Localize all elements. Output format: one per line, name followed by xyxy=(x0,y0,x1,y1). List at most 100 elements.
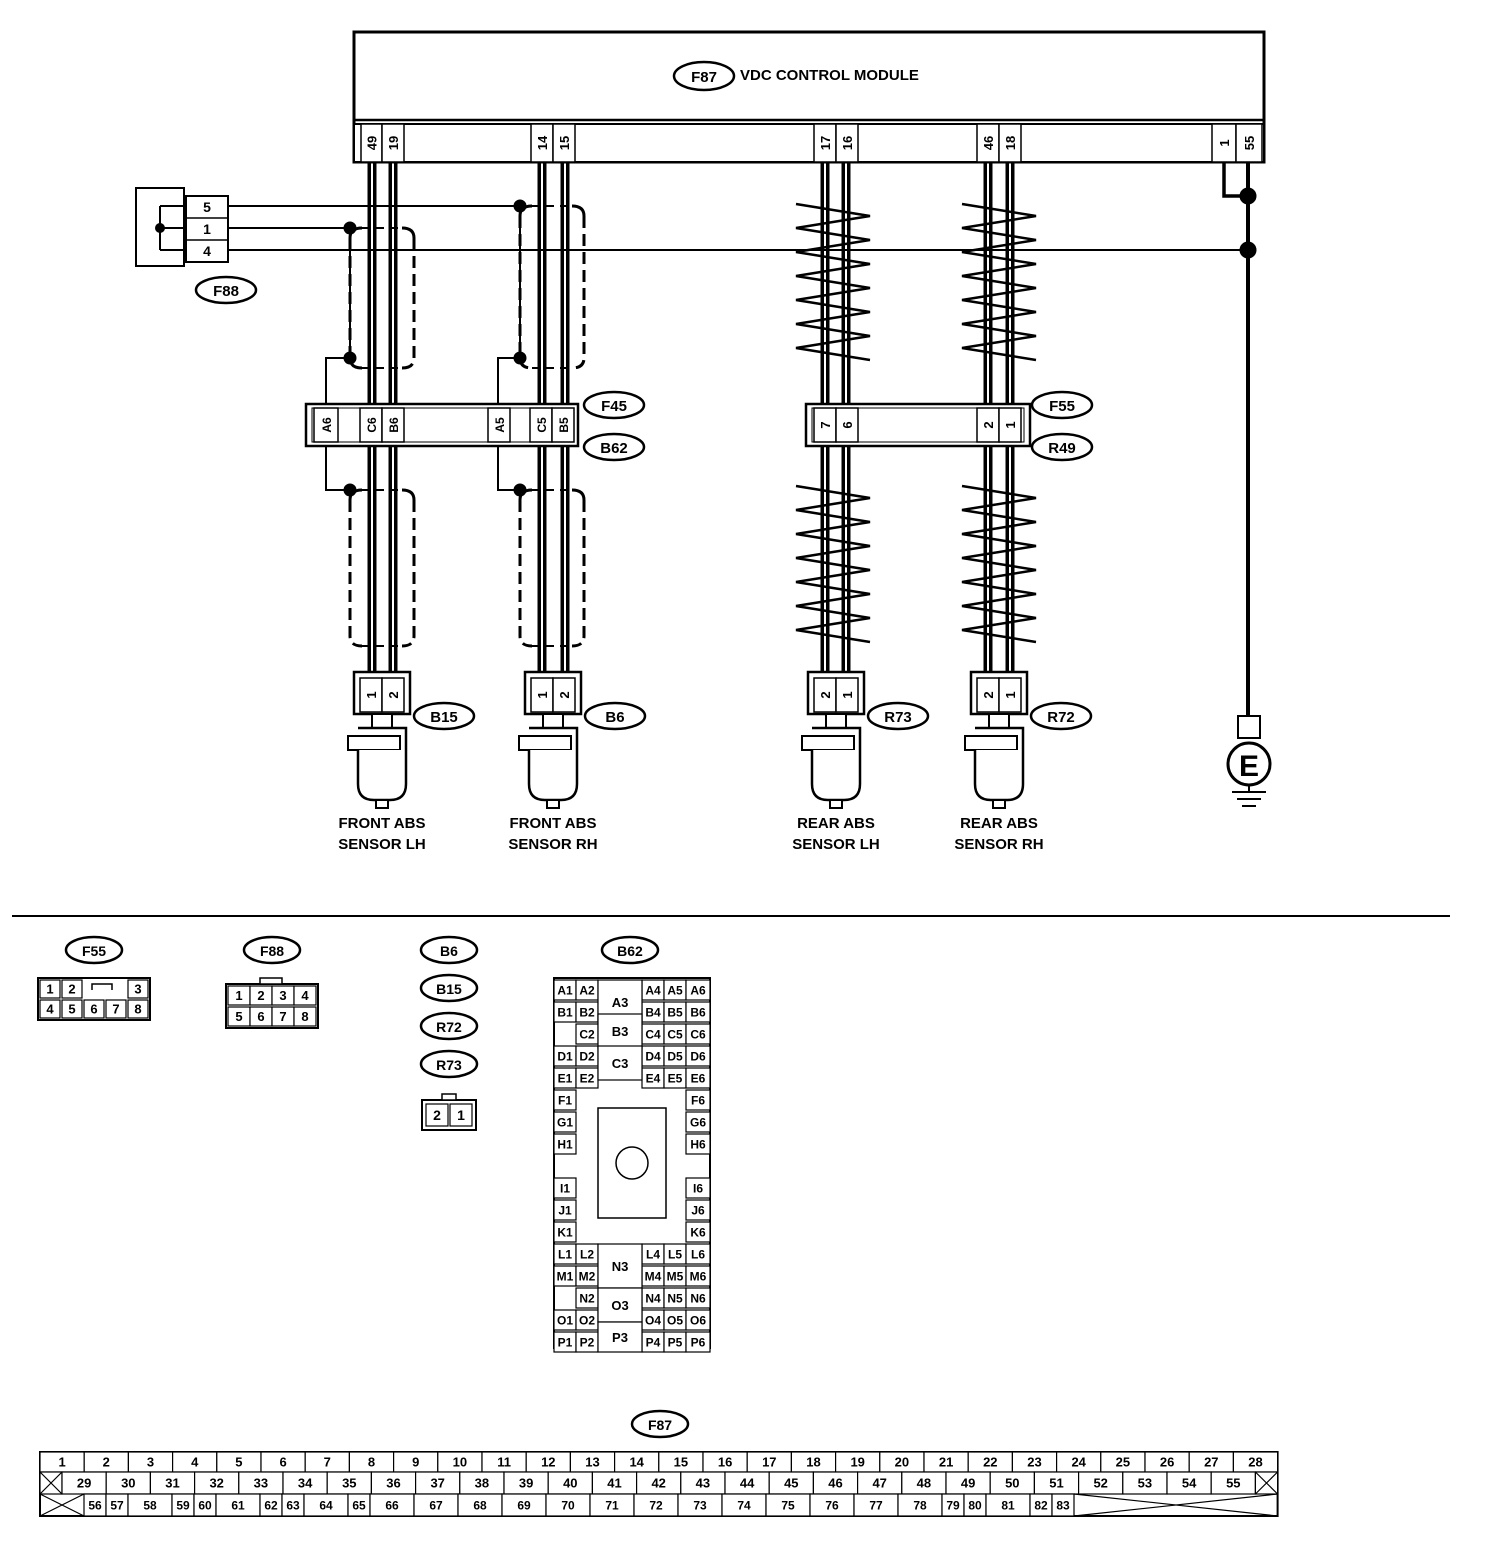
sensor-flange xyxy=(964,735,1018,751)
module-pin: 16 xyxy=(840,136,855,150)
f55-pin: 6 xyxy=(90,1002,97,1017)
sensor-label: REAR ABS xyxy=(797,815,875,832)
sensor-pin: 2 xyxy=(557,691,572,698)
pin-cell xyxy=(685,1199,711,1221)
b62-pin: A4 xyxy=(645,983,661,997)
pin-cell xyxy=(685,1133,711,1155)
b62-pin: M6 xyxy=(690,1269,707,1283)
f87-pin: 34 xyxy=(298,1476,313,1491)
module-pin: 17 xyxy=(818,136,833,150)
junction-connectors xyxy=(304,402,1032,448)
f55-face-tag-oval xyxy=(64,935,124,965)
sensor-tag: B15 xyxy=(430,709,458,726)
module-pin: 46 xyxy=(981,136,996,150)
b62-pin: G1 xyxy=(557,1115,573,1129)
f88-pin: 8 xyxy=(301,1009,308,1024)
f88-pin: 1 xyxy=(203,221,211,237)
sensor-body xyxy=(358,726,408,750)
pin-cell xyxy=(835,123,859,163)
f87-face-tag: F87 xyxy=(648,1417,672,1433)
b62-pin: D1 xyxy=(557,1049,573,1063)
b62-pin: P2 xyxy=(580,1335,595,1349)
sensor-face-tag-oval xyxy=(419,1011,479,1041)
f55-pin: 5 xyxy=(68,1002,75,1017)
b62-pin: I6 xyxy=(693,1181,703,1195)
f87-pin: 51 xyxy=(1049,1476,1063,1491)
shield xyxy=(518,216,533,370)
sensor-tag: B6 xyxy=(605,709,624,726)
b62-pin: A2 xyxy=(579,983,595,997)
f88-tag: F88 xyxy=(213,283,239,300)
twisted-pair xyxy=(795,484,871,644)
tag-f45: F45 xyxy=(601,398,627,415)
module-pin: 55 xyxy=(1242,136,1257,150)
wire-junction xyxy=(1239,187,1257,205)
f87-pin: 82 xyxy=(1034,1498,1048,1512)
module-pin: 18 xyxy=(1003,136,1018,150)
b62-pin: E2 xyxy=(580,1071,595,1085)
pin-cell xyxy=(552,677,576,713)
f87-pin: 68 xyxy=(473,1498,487,1512)
b62-pin: A6 xyxy=(690,983,706,997)
shield xyxy=(401,500,416,648)
b62-pin: H6 xyxy=(690,1137,706,1151)
f87-pin: 57 xyxy=(110,1498,124,1512)
b62-pin: J1 xyxy=(558,1203,572,1217)
f87-pin: 47 xyxy=(872,1476,886,1491)
junction-pin: 2 xyxy=(981,421,996,428)
pin-cell xyxy=(61,979,83,999)
f88-pin: 2 xyxy=(257,988,264,1003)
f87-pin: 3 xyxy=(147,1455,154,1470)
pin-cell xyxy=(381,407,405,443)
b62-face-tag-oval xyxy=(600,935,660,965)
sensor-pin: 1 xyxy=(535,691,550,698)
pin-cell xyxy=(597,1013,643,1049)
sensor-flange xyxy=(801,735,855,751)
sensor-tip xyxy=(375,799,389,809)
junction-pin: 6 xyxy=(840,421,855,428)
junction-pin: C5 xyxy=(535,417,549,433)
b62-pin: D2 xyxy=(579,1049,595,1063)
b62-pin: M1 xyxy=(557,1269,574,1283)
b62-pin: E6 xyxy=(691,1071,706,1085)
junction-pin: A5 xyxy=(493,417,507,433)
sensor-label: FRONT ABS xyxy=(339,815,426,832)
f87-pin: 52 xyxy=(1093,1476,1107,1491)
module-pin: 1 xyxy=(1217,139,1232,146)
f87-pin: 13 xyxy=(585,1455,599,1470)
sensor-body xyxy=(527,750,579,802)
b62-pin: F1 xyxy=(558,1093,572,1107)
f87-pin: 58 xyxy=(143,1498,157,1512)
f87-pin: 62 xyxy=(264,1498,278,1512)
f87-pin: 70 xyxy=(561,1498,575,1512)
shield xyxy=(571,216,586,370)
f55-pin: 2 xyxy=(68,982,75,997)
f87-pin: 43 xyxy=(696,1476,710,1491)
junction-pin: B5 xyxy=(557,417,571,433)
b62-pin: C4 xyxy=(645,1027,661,1041)
f55-pin: 7 xyxy=(112,1002,119,1017)
f87-pin: 54 xyxy=(1182,1476,1197,1491)
f87-pin: 36 xyxy=(386,1476,400,1491)
blank-pin xyxy=(1073,1493,1278,1517)
drain-wire xyxy=(325,357,350,404)
blank-pin xyxy=(39,1471,63,1495)
f87-pin: 59 xyxy=(176,1498,190,1512)
b62-pin: L2 xyxy=(580,1247,594,1261)
pin-cell xyxy=(553,1133,577,1155)
f87-pin: 18 xyxy=(806,1455,820,1470)
b62-pin: B6 xyxy=(690,1005,706,1019)
b62-pin: O5 xyxy=(667,1313,683,1327)
sensor-body xyxy=(973,750,1025,802)
b62-pin: D4 xyxy=(645,1049,661,1063)
shield xyxy=(348,238,363,370)
module-pin: 14 xyxy=(535,135,550,150)
f87-pin: 4 xyxy=(191,1455,199,1470)
f87-pin: 65 xyxy=(352,1498,366,1512)
f88-pin: 4 xyxy=(301,988,309,1003)
pin-cell xyxy=(597,1045,643,1081)
b62-pin: I1 xyxy=(560,1181,570,1195)
pin-cell xyxy=(551,407,575,443)
